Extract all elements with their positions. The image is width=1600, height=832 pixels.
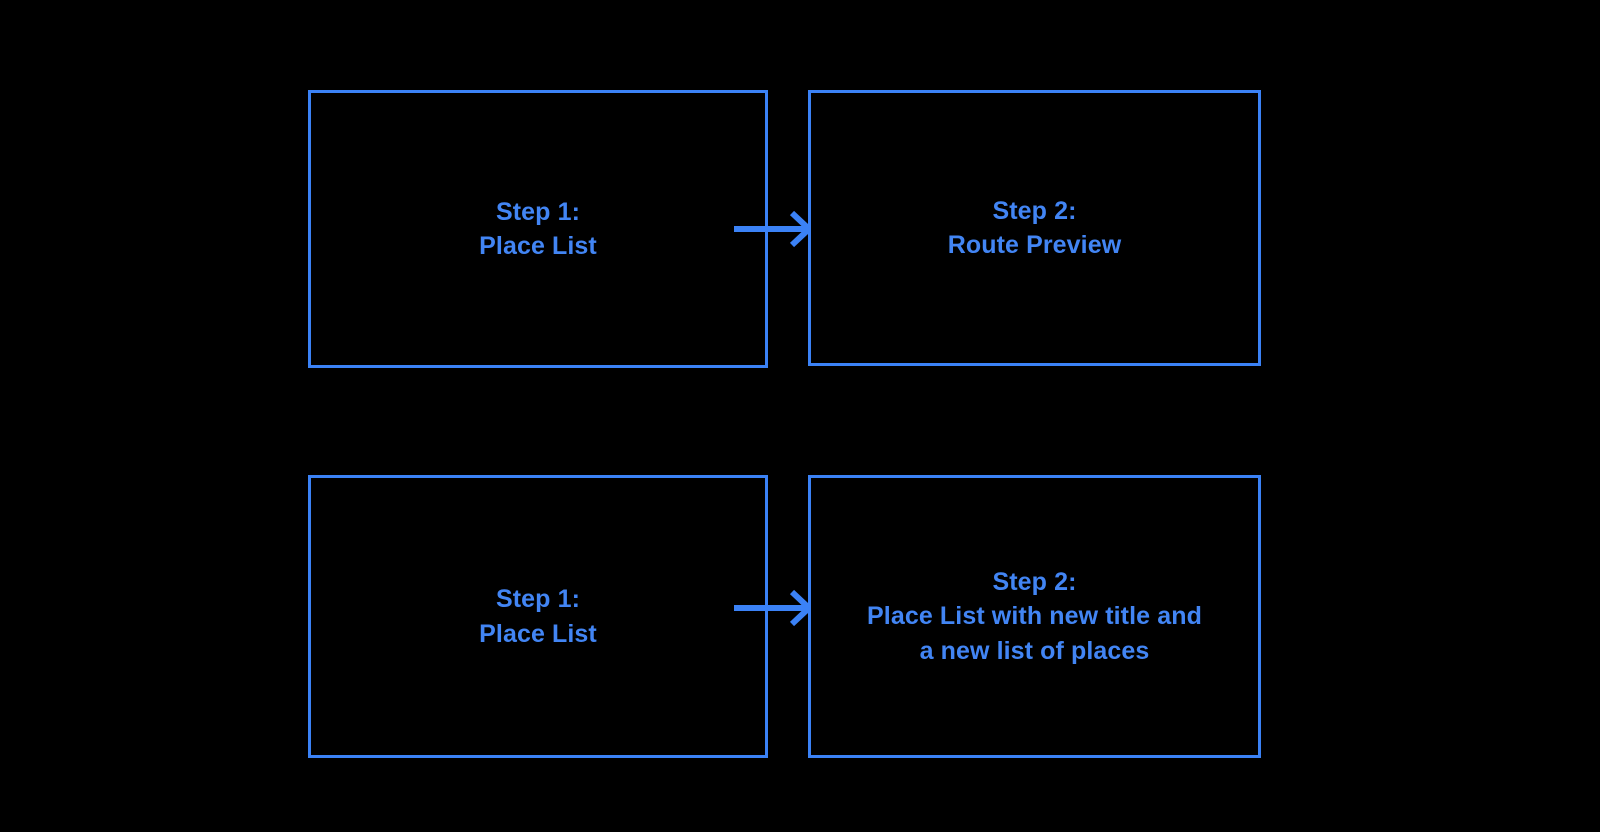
step-box-bottom-step-2[interactable]: Step 2: Place List with new title and a … — [808, 475, 1261, 758]
step-box-label: Step 1: Place List — [479, 585, 597, 648]
flow-row-top: Step 1: Place List Step 2: Route Preview — [0, 90, 1600, 368]
step-box-label: Step 2: Place List with new title and a … — [867, 567, 1202, 665]
flow-row-bottom: Step 1: Place List Step 2: Place List wi… — [0, 475, 1600, 758]
step-box-bottom-step-1[interactable]: Step 1: Place List — [308, 475, 768, 758]
step-box-top-step-2[interactable]: Step 2: Route Preview — [808, 90, 1261, 366]
step-box-label: Step 1: Place List — [479, 197, 597, 261]
step-box-label: Step 2: Route Preview — [947, 196, 1122, 260]
step-box-top-step-1[interactable]: Step 1: Place List — [308, 90, 768, 368]
